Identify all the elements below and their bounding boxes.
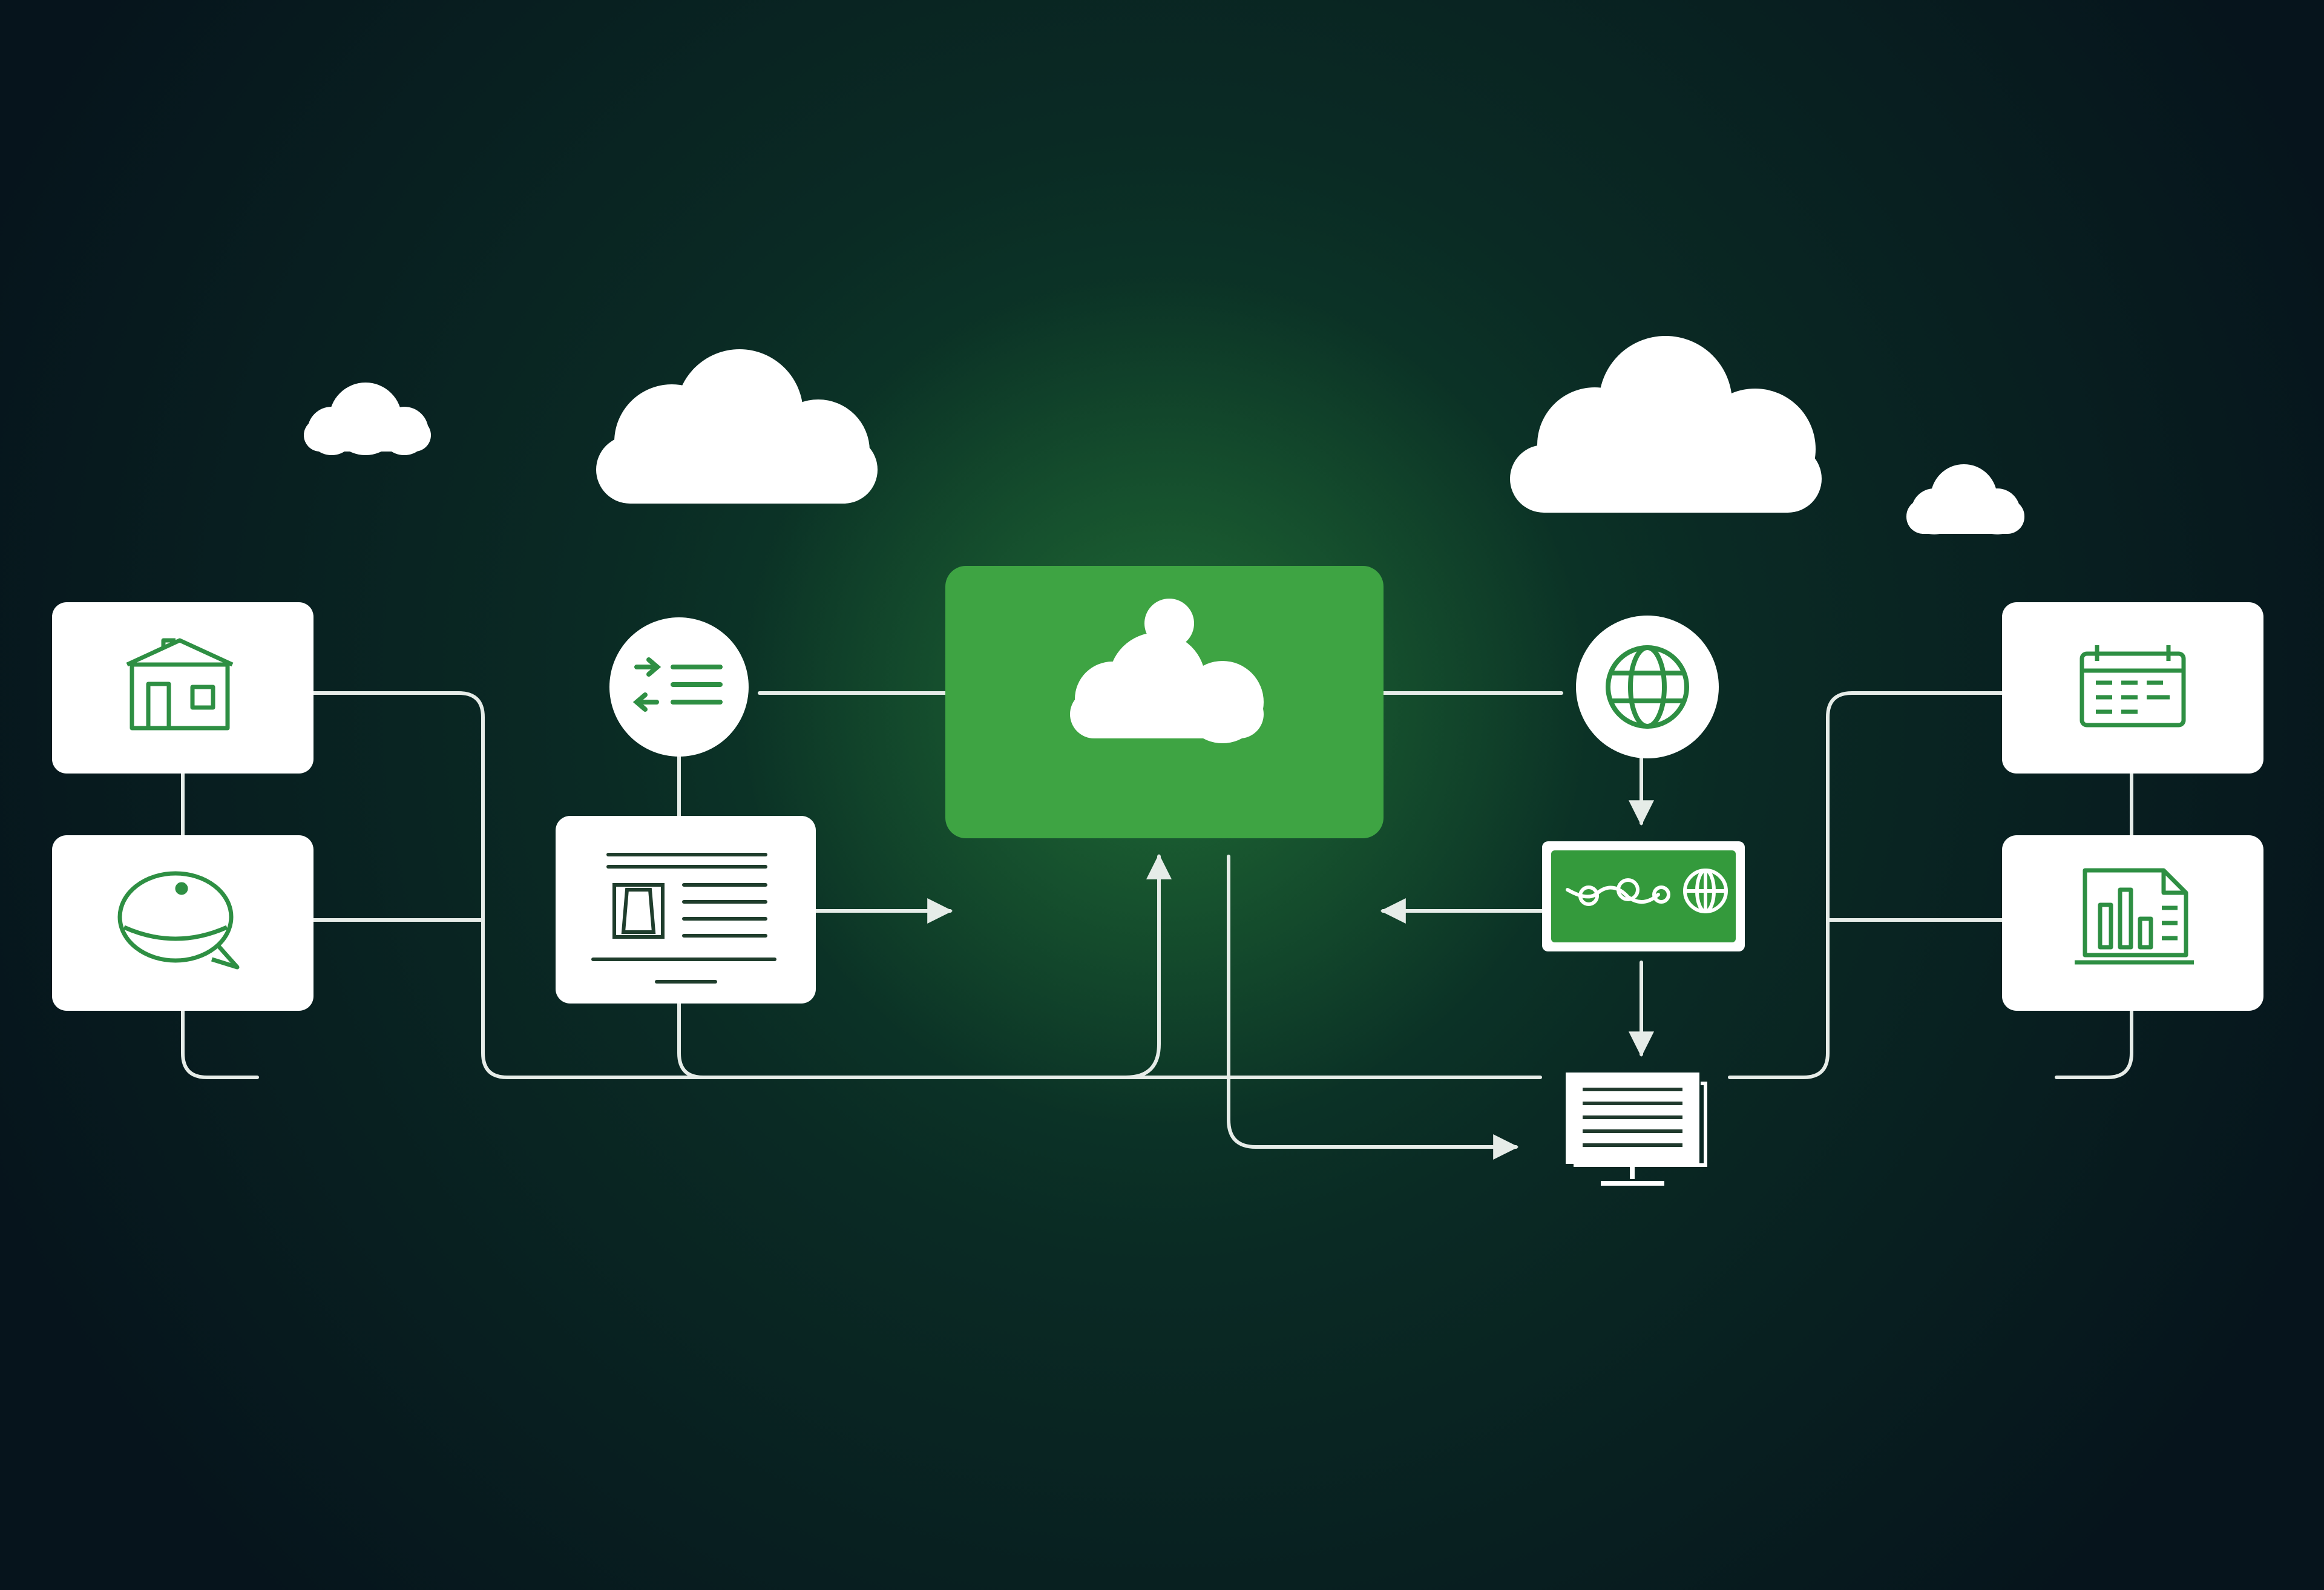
report-node[interactable] [2002, 835, 2263, 1011]
connector-calendar-bus [1728, 691, 2004, 1079]
house-node[interactable] [52, 602, 313, 774]
document-card-icon [591, 853, 776, 984]
chat-node[interactable] [52, 835, 313, 1011]
list-node[interactable] [609, 617, 749, 757]
chat-bubble-icon [117, 871, 240, 970]
globe-icon [1606, 645, 1689, 729]
monitor-node[interactable] [1566, 1073, 1707, 1186]
connector-doc-bus [677, 1002, 705, 1079]
network-panel-node[interactable] [1542, 841, 1745, 951]
globe-node[interactable] [1576, 616, 1719, 758]
connector-hub-to-monitor [1227, 855, 1519, 1160]
bar-chart-report-icon [2075, 868, 2194, 965]
monitor-icon [1574, 1082, 1707, 1186]
list-arrows-icon [632, 657, 723, 712]
cloud-icon [304, 383, 431, 455]
central-hub[interactable] [945, 566, 1384, 838]
connector-bus-to-hub [1124, 853, 1172, 1079]
network-panel-icon [1566, 869, 1728, 913]
cloud-icon [1906, 464, 2024, 534]
cloud-user-icon [1070, 593, 1264, 743]
house-icon [126, 638, 234, 731]
connector-house-bus [312, 691, 1542, 1079]
calendar-node[interactable] [2002, 602, 2263, 774]
calendar-icon [2079, 645, 2186, 728]
cloud-icon [1510, 336, 1822, 513]
connector-right-tail [2055, 1009, 2133, 1079]
document-node[interactable] [556, 816, 816, 1004]
connectors [181, 691, 2133, 1160]
connector-left-tail [181, 1009, 259, 1079]
cloud-icon [596, 349, 878, 504]
